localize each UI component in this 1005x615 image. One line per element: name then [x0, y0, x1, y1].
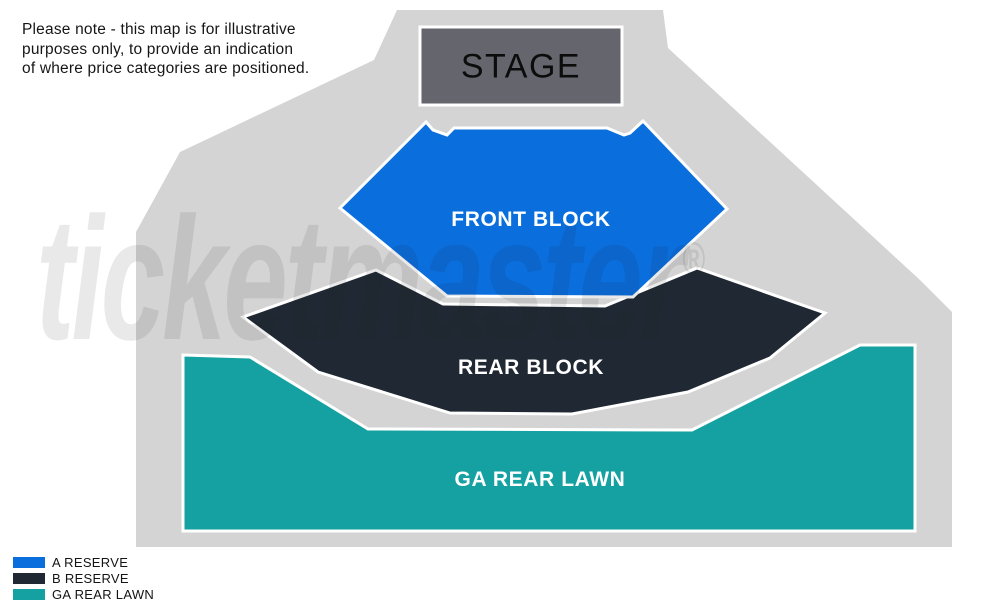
legend-label-b-reserve: B RESERVE	[52, 571, 129, 586]
legend-item-ga-rear-lawn: GA REAR LAWN	[13, 587, 155, 602]
legend-swatch-b-reserve	[13, 573, 45, 584]
disclaimer-note: Please note - this map is for illustrati…	[22, 21, 310, 77]
legend-label-a-reserve: A RESERVE	[52, 555, 129, 570]
stage	[418, 25, 624, 107]
legend-item-b-reserve: B RESERVE	[13, 571, 154, 586]
legend: A RESERVE B RESERVE GA REAR LAWN	[13, 555, 155, 602]
legend-swatch-ga-rear-lawn	[13, 589, 45, 600]
section-rear-block[interactable]	[239, 266, 829, 416]
legend-label-ga-rear-lawn: GA REAR LAWN	[52, 587, 155, 602]
legend-item-a-reserve: A RESERVE	[13, 555, 154, 570]
legend-swatch-a-reserve	[13, 557, 45, 568]
section-ga-rear-lawn[interactable]	[181, 343, 917, 533]
section-front-block[interactable]	[337, 118, 730, 299]
